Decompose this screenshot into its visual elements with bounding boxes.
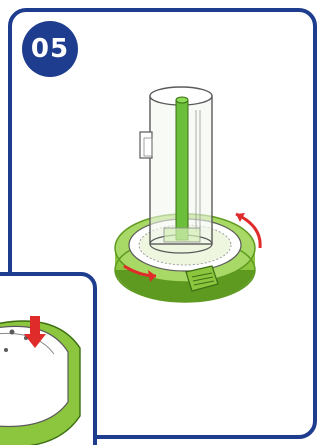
detail-inset <box>0 272 97 445</box>
inset-illustration <box>0 276 97 445</box>
